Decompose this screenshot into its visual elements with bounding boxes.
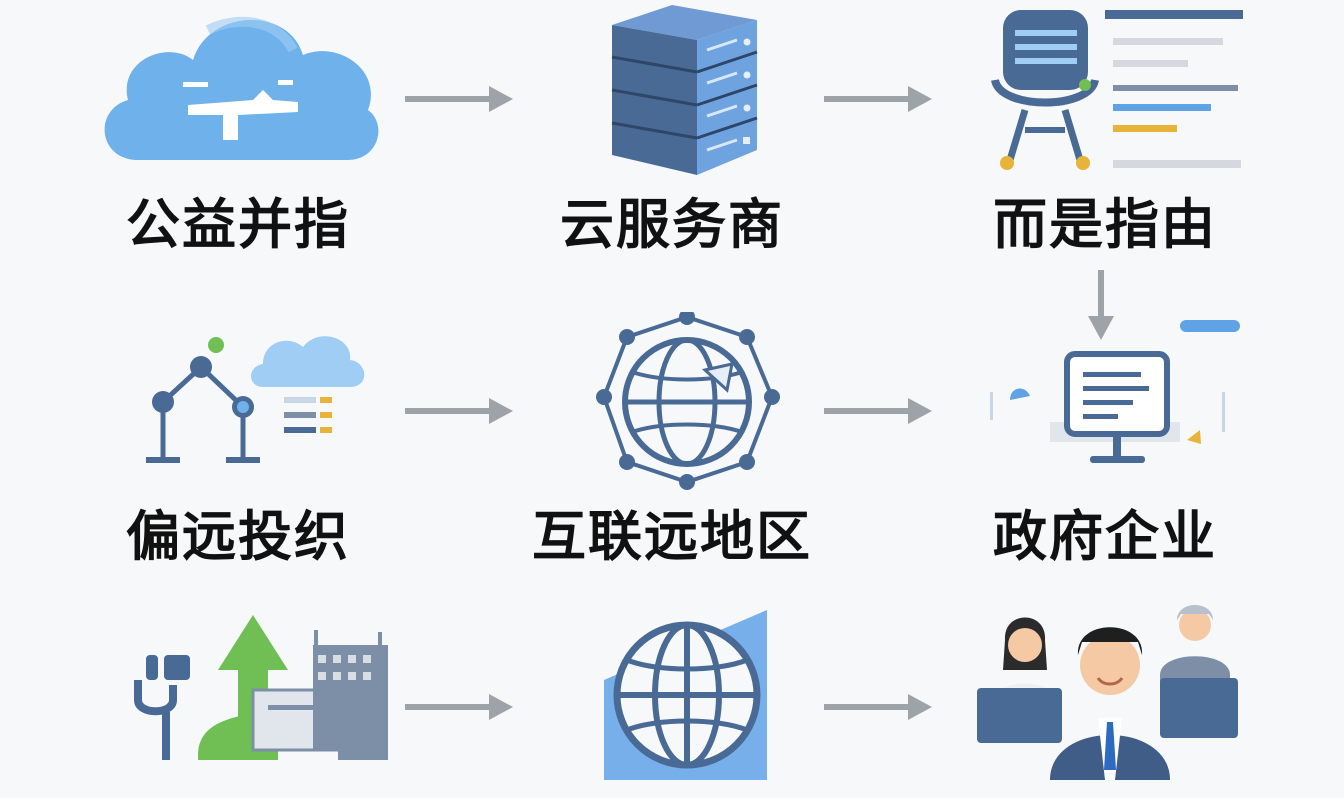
node-global bbox=[507, 600, 837, 798]
node-cloud-provider: 云服务商 bbox=[507, 0, 837, 252]
node-label: 公益并指 bbox=[126, 193, 350, 256]
node-directed: 而是指由 bbox=[940, 0, 1270, 252]
node-public-welfare: 公益并指 bbox=[73, 0, 403, 252]
node-label: 云服务商 bbox=[560, 193, 784, 256]
node-label: 而是指由 bbox=[993, 193, 1217, 256]
arrow-right-1 bbox=[403, 84, 515, 114]
business-people-icon bbox=[955, 600, 1255, 780]
node-label: 偏远投织 bbox=[126, 505, 350, 568]
microphone-document-icon bbox=[955, 0, 1255, 180]
network-cloud-icon bbox=[88, 312, 388, 492]
node-label: 互联远地区 bbox=[532, 505, 812, 568]
server-rack-icon bbox=[522, 0, 822, 180]
node-label: 政府企业 bbox=[993, 505, 1217, 568]
node-government-enterprise: 政府企业 bbox=[940, 312, 1270, 564]
arrow-right-4 bbox=[822, 396, 934, 426]
globe-icon bbox=[522, 600, 822, 780]
arrow-right-5 bbox=[403, 692, 515, 722]
arrow-down bbox=[1086, 268, 1116, 342]
node-business-users bbox=[940, 600, 1270, 798]
growth-arrow-icon bbox=[88, 600, 388, 780]
monitor-document-icon bbox=[955, 312, 1255, 492]
globe-network-icon bbox=[522, 312, 822, 492]
cloud-upload-icon bbox=[88, 0, 388, 180]
arrow-right-3 bbox=[403, 396, 515, 426]
arrow-right-2 bbox=[822, 84, 934, 114]
arrow-right-6 bbox=[822, 692, 934, 722]
node-growth bbox=[73, 600, 403, 798]
node-interconnect-remote: 互联远地区 bbox=[507, 312, 837, 564]
node-remote-network: 偏远投织 bbox=[73, 312, 403, 564]
